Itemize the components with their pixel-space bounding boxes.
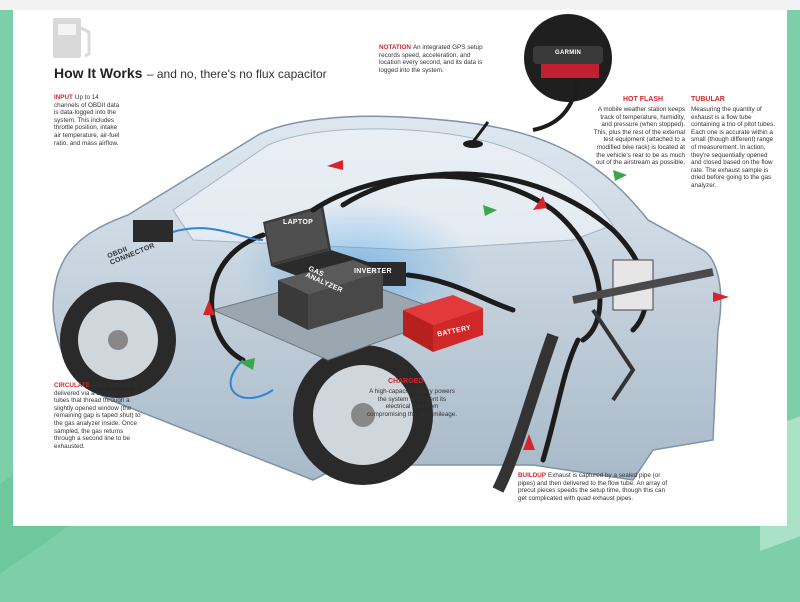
callout-charged-text: A high-capacity battery powers the syste… [366,388,458,418]
red-flow-arrows [203,160,729,450]
callout-buildup-text: Exhaust is captured by a sealed pipe (or… [518,472,668,502]
title-main: How It Works [54,65,143,81]
wheel-front [60,282,176,398]
infographic-poster: How It Works – and no, there's no flux c… [13,10,787,526]
callout-buildup-key: BUILDUP [518,472,546,479]
callout-notation-key: NOTATION [379,44,411,51]
callout-hotflash-text: A mobile weather station keeps track of … [593,106,685,167]
callout-tubular-key: TUBULAR [691,96,725,103]
label-inverter: INVERTER [354,268,392,275]
wheel-rear [293,345,433,485]
gps-antenna [463,121,490,148]
callout-input-key: INPUT [54,94,73,101]
title-subtitle: – and no, there's no flux capacitor [146,67,327,81]
callout-charged-key: CHARGED [388,378,424,385]
callout-circulate-text: Dried exhaust is delivered via a bundled… [54,382,141,450]
gps-unit-inset [524,14,612,132]
callout-input-text: Up to 14 channels of OBDII data is data-… [54,94,120,147]
page-title: How It Works – and no, there's no flux c… [54,65,327,83]
bike-rack-flow-tube [572,259,714,402]
exhaust-pipe [492,332,559,493]
obdii-connector-device [133,220,173,242]
callout-circulate-key: CIRCULATE [54,382,90,389]
gas-analyzer-device [278,260,383,330]
callout-notation-text: An integrated GPS setup records speed, a… [379,44,483,74]
battery-device [403,295,483,352]
green-flow-arrows [239,170,627,370]
label-gps-brand: GARMIN [555,50,582,56]
backdrop-top [0,0,800,10]
car-illustration [52,14,729,493]
label-laptop: LAPTOP [283,219,314,226]
callout-hotflash-key: HOT FLASH [623,96,664,103]
laptop-device [263,205,368,280]
gas-pump-icon [53,18,91,58]
signal-cables [172,227,274,400]
callout-tubular-text: Measuring the quantity of exhaust is a f… [691,106,776,189]
